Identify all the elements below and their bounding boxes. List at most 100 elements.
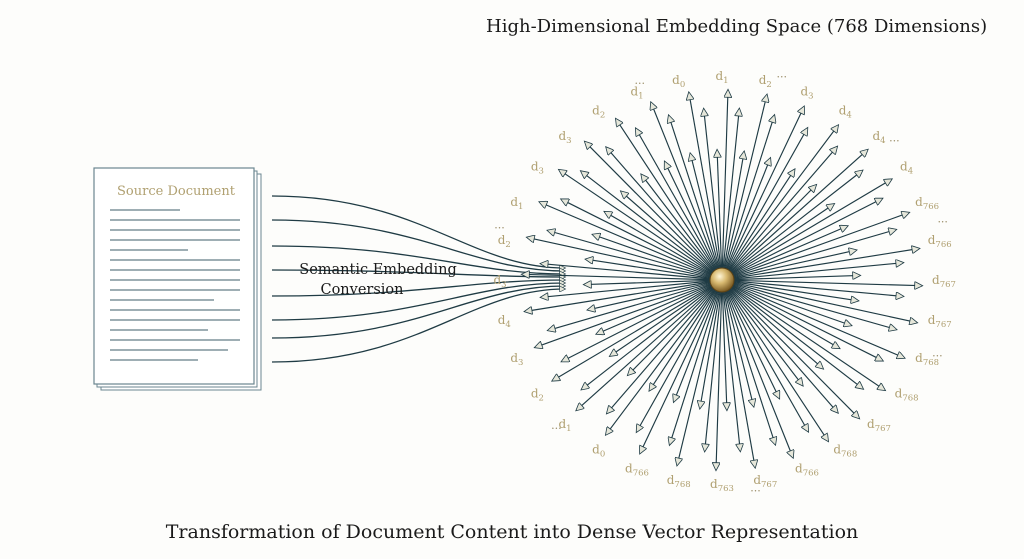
diagram-caption: Transformation of Document Content into … (165, 521, 859, 543)
embedding-ray (721, 279, 838, 413)
embedding-ray (704, 109, 723, 281)
embedding-ray (721, 279, 903, 296)
dimension-label: d3 (558, 129, 571, 146)
dimension-label: d1 (558, 417, 571, 434)
embedding-ray (717, 150, 723, 281)
dimension-label: d768 (667, 473, 691, 490)
embedding-ray (721, 279, 851, 326)
dimension-label: d0 (672, 73, 685, 90)
dimension-label: d768 (915, 351, 939, 368)
embedding-ray (689, 93, 723, 281)
embedding-ray (582, 279, 723, 390)
embedding-ray (559, 170, 723, 281)
ellipsis-mark: ... (635, 74, 646, 87)
embedding-ray (721, 213, 909, 281)
embedding-ray (721, 263, 903, 281)
conversion-curve (271, 289, 565, 363)
embedding-ray (721, 279, 828, 441)
conversion-curve (271, 269, 565, 277)
embedding-ray (721, 279, 885, 390)
embedding-ray (721, 279, 754, 407)
conversion-label-line1: Semantic Embedding (299, 262, 456, 278)
embedding-ray (677, 279, 723, 465)
embedding-ray (721, 279, 858, 301)
conversion-curve (271, 245, 565, 274)
conversion-curve (271, 219, 565, 271)
embedding-ray (721, 279, 727, 410)
embedding-ray (721, 147, 837, 281)
embedding-ray (610, 279, 723, 356)
ellipsis-mark: ... (551, 419, 562, 432)
document-text-lines (110, 209, 240, 361)
embedding-ray (607, 279, 723, 413)
embedding-ray (548, 279, 723, 330)
embedding-ray (721, 279, 823, 369)
dimension-label: d767 (867, 417, 891, 434)
embedding-ray (548, 231, 723, 281)
dimension-label: d1 (715, 69, 728, 86)
embedding-ray (636, 129, 723, 281)
ellipsis-mark: ... (937, 212, 948, 225)
embedding-ray (721, 279, 904, 358)
dimension-label: d766 (915, 195, 939, 212)
embedding-ray (606, 147, 723, 281)
dimension-label: d2 (592, 103, 605, 120)
embedding-ray (605, 212, 723, 281)
embedding-ray (721, 171, 862, 281)
ellipsis-mark: ... (750, 482, 761, 495)
embedding-ray (721, 279, 863, 389)
embedding-ray (721, 279, 883, 361)
embedding-ray (721, 150, 868, 281)
embedding-ray (562, 279, 723, 362)
embedding-ray (721, 169, 795, 281)
dimension-label: d2 (531, 386, 544, 403)
embedding-ray (721, 279, 917, 323)
conversion-curve (271, 283, 565, 321)
embedding-ray (640, 279, 723, 453)
embedding-ray (721, 249, 919, 281)
conversion-curve (271, 280, 565, 297)
embedding-ray (721, 279, 740, 451)
dimension-label: d4 (872, 129, 885, 146)
dimension-label: d3 (531, 160, 544, 177)
embedding-ray (721, 158, 770, 281)
dimension-label: d767 (928, 313, 952, 330)
conversion-curve (271, 286, 565, 339)
embedding-ray (721, 279, 779, 398)
dimension-label: d1 (630, 85, 643, 102)
embedding-ray (641, 175, 723, 281)
embedding-ray (541, 279, 723, 297)
dimension-label: d3 (510, 351, 523, 368)
embedding-ray (721, 107, 804, 281)
embedding-ray (721, 279, 896, 330)
embedding-hub (709, 267, 735, 293)
embedding-ray (721, 90, 728, 281)
embedding-ray (581, 171, 723, 281)
conversion-curve (271, 195, 565, 268)
embedding-ray (721, 95, 767, 281)
diagram-title: High-Dimensional Embedding Space (768 Di… (486, 16, 988, 37)
dimension-label: d767 (932, 273, 956, 290)
embedding-ray (721, 279, 803, 386)
embedding-ray (721, 279, 793, 458)
embedding-ray (669, 116, 723, 281)
embedding-ray (637, 279, 723, 432)
dimension-label: d2 (759, 73, 772, 90)
embedding-ray (721, 109, 739, 281)
dimension-label: d766 (795, 462, 819, 479)
embedding-ray (628, 279, 723, 375)
embedding-ray (540, 202, 723, 281)
embedding-ray (535, 279, 723, 347)
ellipsis-mark: ... (494, 218, 505, 231)
embedding-ray (721, 199, 882, 281)
dimension-label: d763 (710, 477, 734, 494)
ellipsis-mark: ... (889, 132, 900, 145)
document-title: Source Document (117, 184, 236, 199)
embedding-ray (606, 279, 723, 435)
embedding-ray (721, 250, 856, 281)
source-document: Source Document (93, 167, 262, 391)
dimension-label: d766 (928, 233, 952, 250)
embedding-ray (616, 119, 723, 281)
